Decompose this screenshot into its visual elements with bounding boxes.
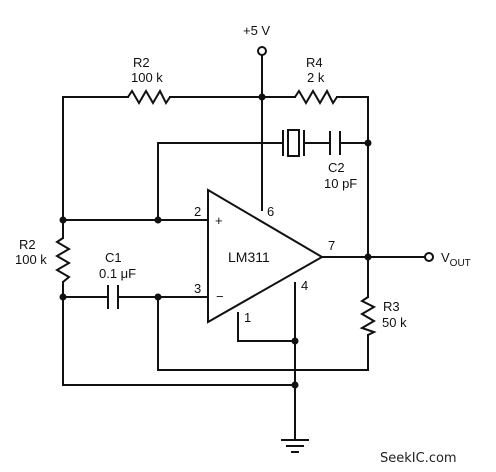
output-label-sub: OUT	[450, 258, 471, 269]
r2-top-value: 100 k	[131, 70, 163, 85]
resistor-r2-left	[55, 237, 71, 283]
capacitor-c2	[329, 131, 341, 155]
chip-label: LM311	[228, 249, 270, 265]
pin-7-label: 7	[328, 238, 335, 253]
ground-icon	[281, 439, 309, 453]
pin-6-label: 6	[267, 204, 274, 219]
c2-name: C2	[328, 160, 345, 175]
r2-left-name: R2	[19, 237, 36, 252]
pin-2-label: 2	[194, 204, 201, 219]
junction-dots	[59, 93, 372, 389]
r2-left-value: 100 k	[15, 252, 47, 267]
c1-name: C1	[105, 250, 122, 265]
pin-4-label: 4	[301, 278, 308, 293]
pin-1-label: 1	[244, 310, 251, 325]
resistor-r4	[294, 88, 338, 105]
r4-name: R4	[306, 55, 323, 70]
watermark: SeekIC.com	[380, 451, 457, 466]
capacitor-c1	[107, 285, 119, 309]
crystal-icon	[274, 129, 313, 157]
output-label-main: V	[441, 250, 450, 265]
wires	[62, 55, 426, 441]
c1-value: 0.1 μF	[99, 266, 136, 281]
r4-value: 2 k	[307, 70, 325, 85]
pin-3-label: 3	[194, 281, 201, 296]
resistor-r2-top	[127, 88, 171, 105]
pin-plus-label: +	[215, 213, 223, 228]
c2-value: 10 pF	[324, 176, 357, 191]
pin-minus-label: −	[216, 289, 224, 304]
comparator-triangle	[207, 188, 324, 324]
r3-value: 50 k	[382, 315, 407, 330]
supply-terminal-icon	[257, 46, 267, 56]
r2-top-name: R2	[133, 55, 150, 70]
output-terminal-icon	[424, 252, 434, 262]
resistor-r3	[359, 296, 377, 336]
supply-label: +5 V	[243, 23, 270, 38]
output-label: VOUT	[441, 250, 471, 269]
r3-name: R3	[383, 299, 400, 314]
